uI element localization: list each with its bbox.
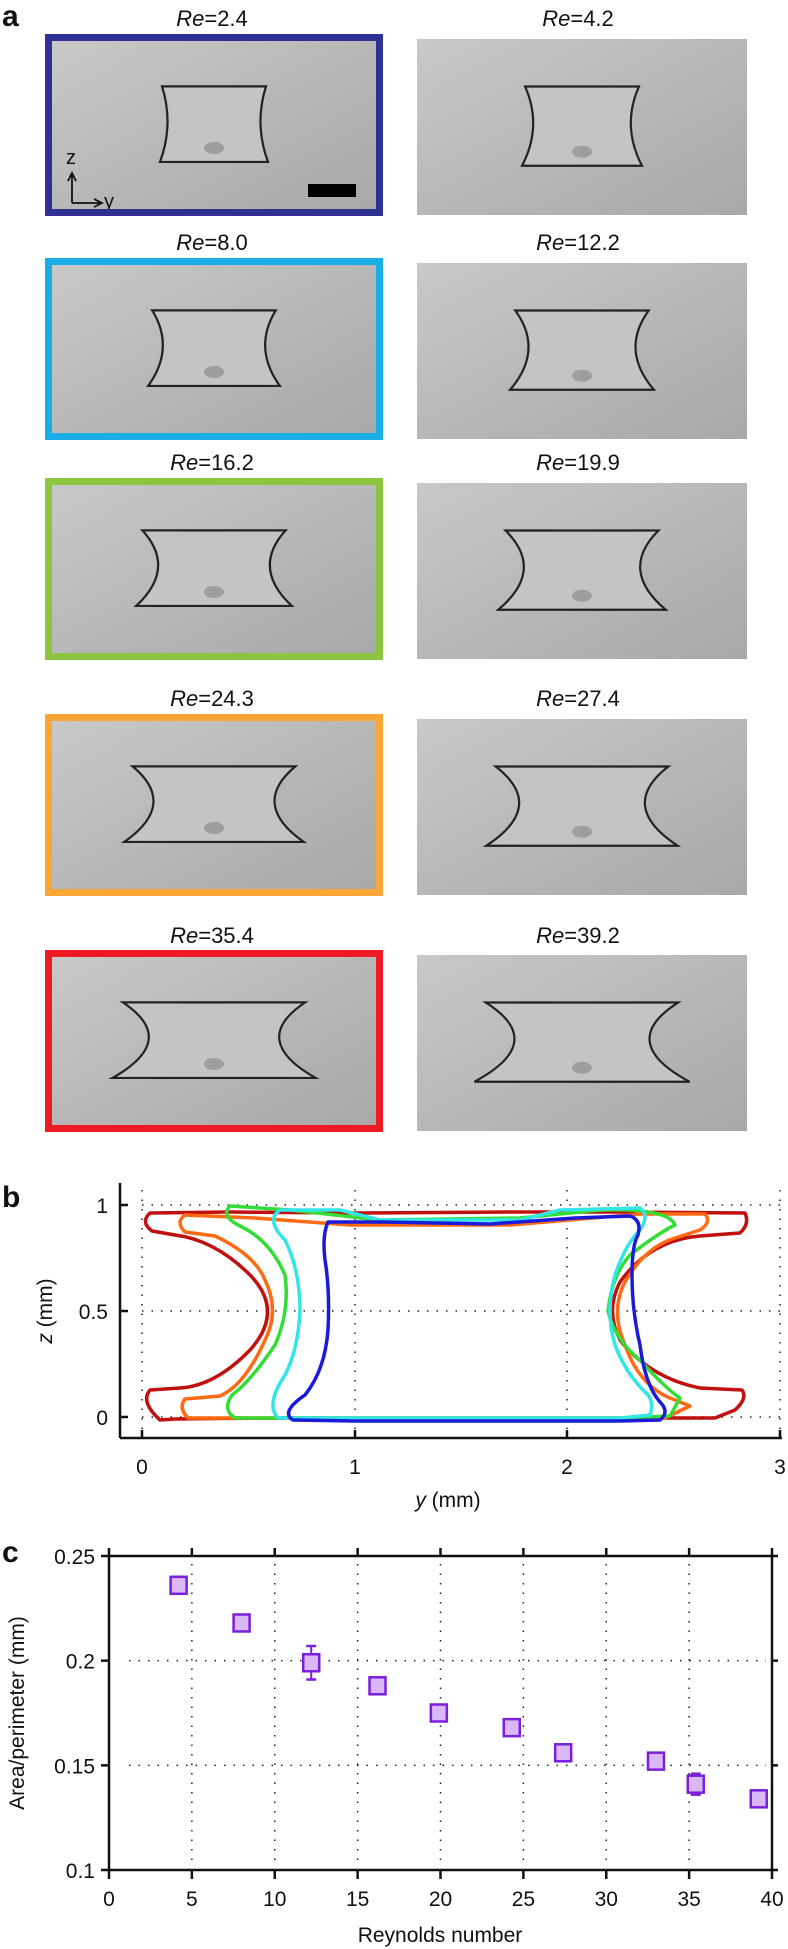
c-xtick-labels: 0 5 10 15 20 25 30 35 40 [103, 1888, 784, 1911]
b-xtick: 1 [349, 1456, 361, 1479]
photo-title: Re=16.2 [170, 450, 254, 475]
panel-c-letter: c [2, 1536, 19, 1569]
contour-re-16-2 [224, 1204, 682, 1420]
contour-series [143, 1204, 749, 1423]
c-ytick: 0.15 [54, 1755, 95, 1778]
y-axis-label: y [104, 191, 114, 213]
z-axis-label: z [66, 147, 76, 169]
contour-re-24-3 [178, 1212, 710, 1420]
b-ytick: 0 [96, 1407, 108, 1430]
droplet-photo [45, 258, 383, 440]
droplet-photo [45, 714, 383, 896]
c-xtick: 25 [512, 1888, 535, 1911]
data-point [169, 1575, 188, 1596]
b-xtick: 2 [561, 1456, 573, 1479]
scale-bar [308, 184, 356, 197]
droplet-photo [417, 955, 747, 1131]
photo-title: Re=8.0 [176, 230, 248, 255]
data-point [502, 1717, 522, 1738]
photo-title: Re=27.4 [536, 686, 620, 711]
droplet-photo [417, 719, 747, 895]
droplet-photo [417, 39, 747, 215]
data-point [429, 1703, 449, 1723]
data-point [368, 1676, 387, 1696]
panel-a-letter: a [2, 0, 19, 33]
data-point [646, 1751, 666, 1771]
panel-b-letter: b [2, 1181, 21, 1214]
photo-title: Re=24.3 [170, 686, 254, 711]
c-ytick: 0.25 [54, 1546, 95, 1569]
contour-grid [141, 1190, 781, 1430]
contour-axes [118, 1183, 782, 1440]
contour-x-axis: 0 1 2 3 y (mm) [136, 1456, 786, 1512]
c-xtick: 35 [677, 1888, 700, 1911]
c-ytick-labels: 0.1 0.15 0.2 0.25 [54, 1546, 95, 1883]
data-point [749, 1789, 768, 1809]
photo-title: Re=19.9 [536, 450, 620, 475]
c-ytick: 0.1 [66, 1860, 95, 1883]
b-xlabel: y (mm) [413, 1489, 480, 1512]
droplet-photo [417, 483, 747, 659]
area-perimeter-chart: 0 5 10 15 20 25 30 35 40 0.1 0.15 0.2 0.25 Reynolds… [6, 1546, 784, 1947]
contour-ytick-labels: 1 0.5 0 [79, 1195, 108, 1430]
c-xtick: 20 [429, 1888, 452, 1911]
c-xlabel: Reynolds number [358, 1924, 523, 1947]
c-data-points [169, 1575, 768, 1809]
photo-title: Re=4.2 [542, 6, 614, 31]
c-ytick: 0.2 [66, 1651, 95, 1674]
b-xtick: 3 [774, 1456, 786, 1479]
contour-re-4-2 [286, 1214, 667, 1423]
c-xtick: 10 [263, 1888, 286, 1911]
contour-chart: 1 0.5 0 z (mm) [34, 1183, 782, 1440]
c-xtick: 40 [760, 1888, 783, 1911]
data-point [301, 1644, 321, 1681]
droplet-photo [45, 950, 383, 1132]
photo-title: Re=39.2 [536, 923, 620, 948]
data-point [553, 1743, 573, 1763]
b-ylabel: z (mm) [34, 1278, 57, 1344]
data-point [686, 1772, 706, 1796]
c-ylabel: Area/perimeter (mm) [6, 1616, 29, 1810]
c-xtick: 30 [595, 1888, 618, 1911]
data-point [232, 1613, 251, 1633]
c-ticks [101, 1548, 778, 1879]
photo-title: Re=12.2 [536, 230, 620, 255]
b-ytick: 1 [96, 1195, 108, 1218]
photo-title: Re=35.4 [170, 923, 254, 948]
b-ytick: 0.5 [79, 1301, 108, 1324]
c-xtick: 0 [103, 1888, 115, 1911]
photo-title: Re=2.4 [176, 6, 248, 31]
c-xtick: 15 [346, 1888, 369, 1911]
b-xtick: 0 [136, 1456, 148, 1479]
droplet-photo [417, 263, 747, 439]
droplet-photo [45, 478, 383, 660]
c-xtick: 5 [186, 1888, 198, 1911]
